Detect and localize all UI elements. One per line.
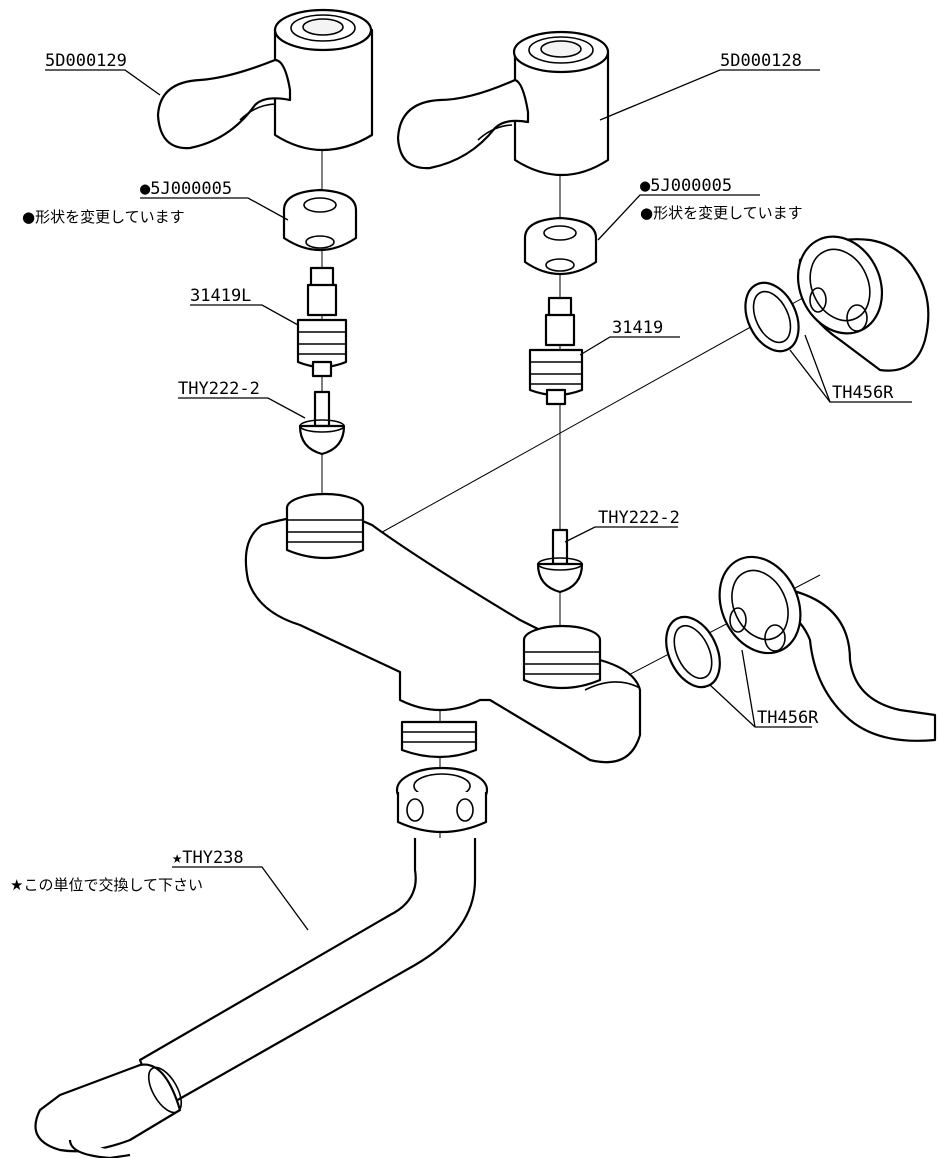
valve-seat-left	[298, 390, 346, 456]
label-union-upper: TH456R	[832, 383, 894, 403]
label-cap-right: ●5J000005	[640, 176, 732, 196]
label-valve-right: THY222-2	[598, 508, 680, 528]
lever-handle-right	[396, 30, 610, 176]
note-spout: ★この単位で交換して下さい	[10, 876, 203, 894]
label-lever-right: 5D000128	[720, 51, 802, 71]
union-upper	[744, 235, 930, 372]
note-cap-left: ●形状を変更しています	[22, 208, 185, 226]
label-cap-left: ●5J000005	[140, 179, 232, 199]
label-cartridge-right: 31419	[612, 318, 663, 338]
leader-lines	[45, 69, 912, 931]
cap-left	[282, 188, 358, 252]
label-spout: ★THY238	[172, 848, 244, 868]
faucet-body	[244, 492, 642, 764]
label-lever-left: 5D000129	[45, 51, 127, 71]
note-cap-right: ●形状を変更しています	[640, 204, 803, 222]
spout	[34, 766, 489, 1158]
cartridge-right	[528, 296, 584, 406]
lever-handle-left	[156, 8, 374, 151]
union-lower	[665, 555, 937, 742]
cartridge-left	[296, 266, 348, 378]
valve-seat-right	[536, 528, 584, 594]
part-labels: 5D000129 5D000128 ●5J000005 ●形状を変更しています …	[10, 51, 894, 894]
cap-right	[523, 216, 598, 275]
label-valve-left: THY222-2	[178, 379, 260, 399]
label-cartridge-left: 31419L	[190, 286, 251, 306]
label-union-lower: TH456R	[757, 708, 819, 728]
